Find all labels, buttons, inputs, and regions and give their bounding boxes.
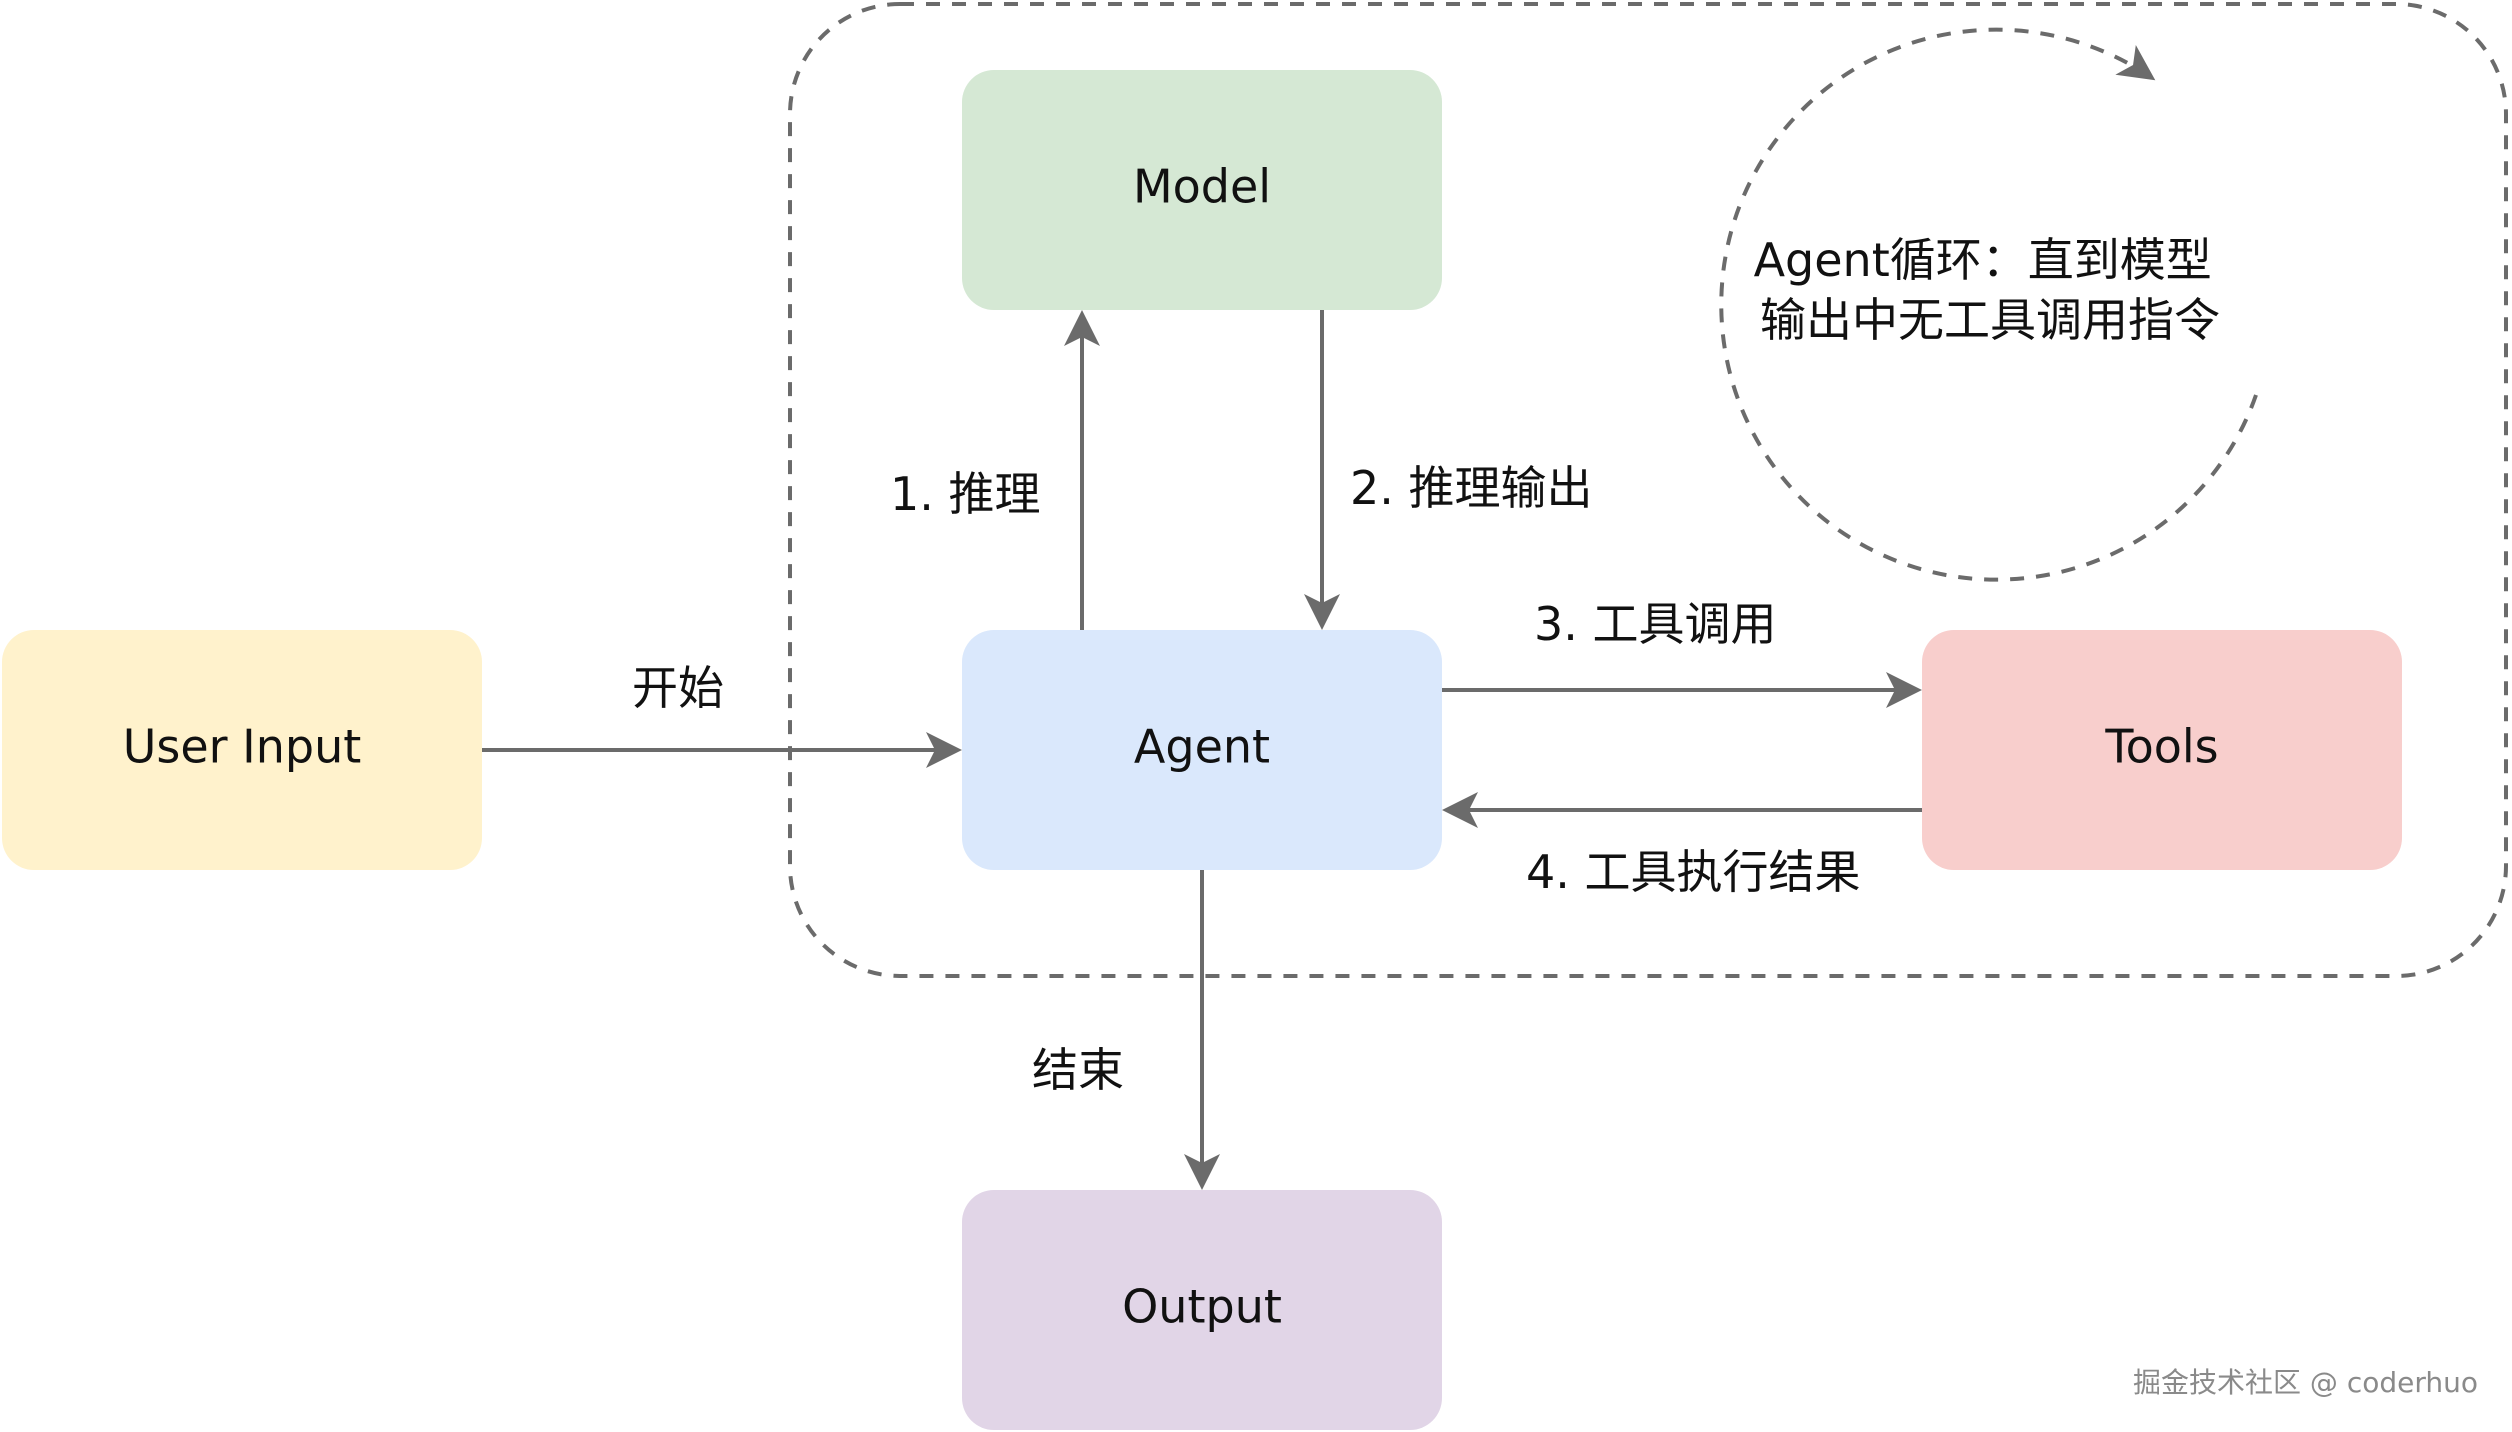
node-agent-label: Agent	[1134, 720, 1270, 774]
node-output-label: Output	[1122, 1280, 1282, 1334]
node-model[interactable]: Model	[962, 70, 1442, 310]
edge-tool-call-label: 3. 工具调用	[1534, 597, 1777, 651]
loop-note-line1: Agent循环：直到模型	[1754, 233, 2212, 287]
loop-cycle-arrow	[1719, 27, 2258, 582]
node-output-box	[962, 1190, 1442, 1430]
node-model-box	[962, 70, 1442, 310]
edge-reasoning-label: 1. 推理	[890, 467, 1041, 521]
node-tools[interactable]: Tools	[1922, 630, 2402, 870]
watermark: 掘金技术社区 @ coderhuo	[2133, 1366, 2478, 1399]
node-user-input-box	[2, 630, 482, 870]
node-user-input-label: User Input	[123, 720, 362, 774]
node-tools-box	[1922, 630, 2402, 870]
node-tools-label: Tools	[2104, 720, 2218, 774]
loop-note: Agent循环：直到模型 输出中无工具调用指令	[1754, 233, 2227, 347]
edge-start-label: 开始	[632, 661, 724, 715]
node-user-input[interactable]: User Input	[2, 630, 482, 870]
node-agent-box	[962, 630, 1442, 870]
edge-reasoning-output-label: 2. 推理输出	[1350, 461, 1593, 515]
edge-end-label: 结束	[1032, 1043, 1124, 1097]
loop-note-line2: 输出中无工具调用指令	[1760, 293, 2220, 347]
node-model-label: Model	[1133, 160, 1271, 214]
edge-tool-result-label: 4. 工具执行结果	[1526, 845, 1861, 899]
node-agent[interactable]: Agent	[962, 630, 1442, 870]
agent-loop-boundary	[788, 2, 2508, 978]
node-output[interactable]: Output	[962, 1190, 1442, 1430]
